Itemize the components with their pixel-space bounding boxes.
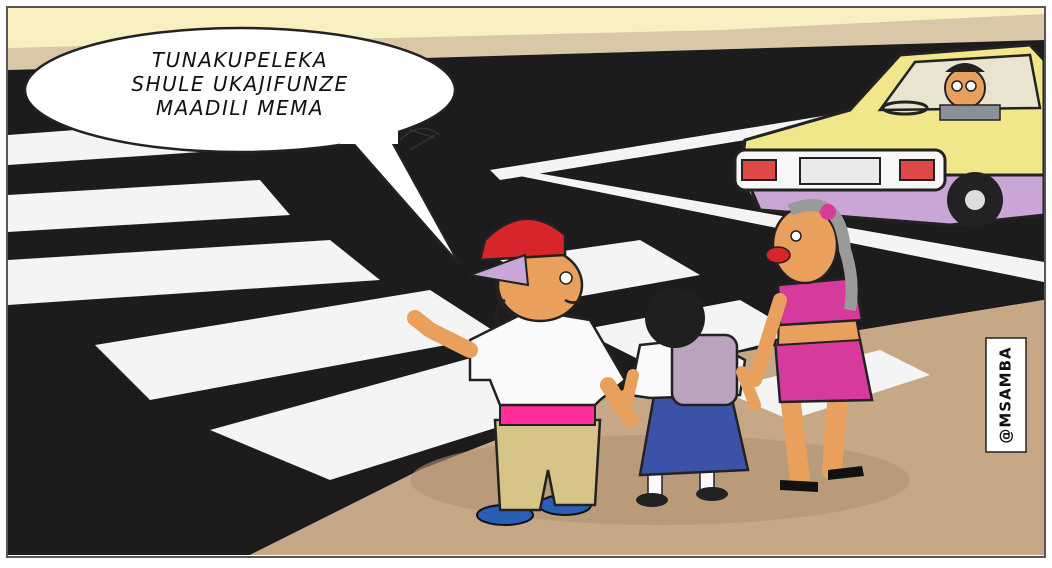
driver-eye <box>951 80 963 92</box>
girl-shoe <box>696 487 728 501</box>
man-cap <box>478 217 567 262</box>
car <box>733 43 1046 228</box>
woman-shoe <box>780 480 818 492</box>
woman-eye <box>790 230 802 242</box>
man-cap-visor <box>466 253 530 287</box>
man-eye <box>559 271 573 285</box>
woman-arm <box>748 293 787 387</box>
speech-line: MAADILI MEMA <box>155 96 325 120</box>
car-light <box>899 159 935 181</box>
woman-hair <box>787 199 858 311</box>
zebra-stripe <box>95 290 500 400</box>
speech-line: SHULE UKAJIFUNZE <box>131 72 349 96</box>
signature-plate <box>985 337 1027 453</box>
man-mouth <box>564 297 584 304</box>
girl-arm <box>736 366 761 411</box>
man-arm <box>407 310 478 358</box>
car-light <box>741 159 777 181</box>
schoolgirl-figure <box>619 288 761 507</box>
girl-arm <box>619 369 639 416</box>
woman-lips <box>765 246 791 264</box>
driver-shoulders <box>939 104 1001 121</box>
woman-hair-tie <box>820 204 836 220</box>
car-grille <box>799 157 881 185</box>
car-hubcap <box>965 190 985 210</box>
zebra-stripe <box>8 180 290 232</box>
driver-head <box>944 67 986 109</box>
lane-marking <box>490 170 1044 282</box>
woman-skirt <box>773 338 874 404</box>
man-trousers <box>493 418 602 512</box>
artist-signature: @MSAMBA <box>984 336 1028 454</box>
lane-marking <box>490 110 880 180</box>
driver-eye <box>965 80 977 92</box>
driver-hair <box>945 63 985 72</box>
woman-shoe <box>828 466 864 480</box>
woman-figure <box>748 199 874 492</box>
girl-head <box>645 288 705 348</box>
artist-signature-text: @MSAMBA <box>997 346 1015 444</box>
speech-bubble-text: TUNAKUPELEKA SHULE UKAJIFUNZE MAADILI ME… <box>60 48 420 120</box>
speech-bubble <box>23 26 462 266</box>
zebra-stripe <box>8 240 380 305</box>
steering-wheel <box>881 100 929 116</box>
speech-bubble-balloon <box>23 26 457 154</box>
speech-line: TUNAKUPELEKA <box>151 48 329 72</box>
woman-legs <box>780 380 848 490</box>
girl-shoe <box>636 493 668 507</box>
scribble-marks <box>399 127 441 151</box>
panel-border <box>6 6 1046 558</box>
speech-bubble-joint <box>340 128 398 144</box>
man-figure <box>407 217 638 526</box>
